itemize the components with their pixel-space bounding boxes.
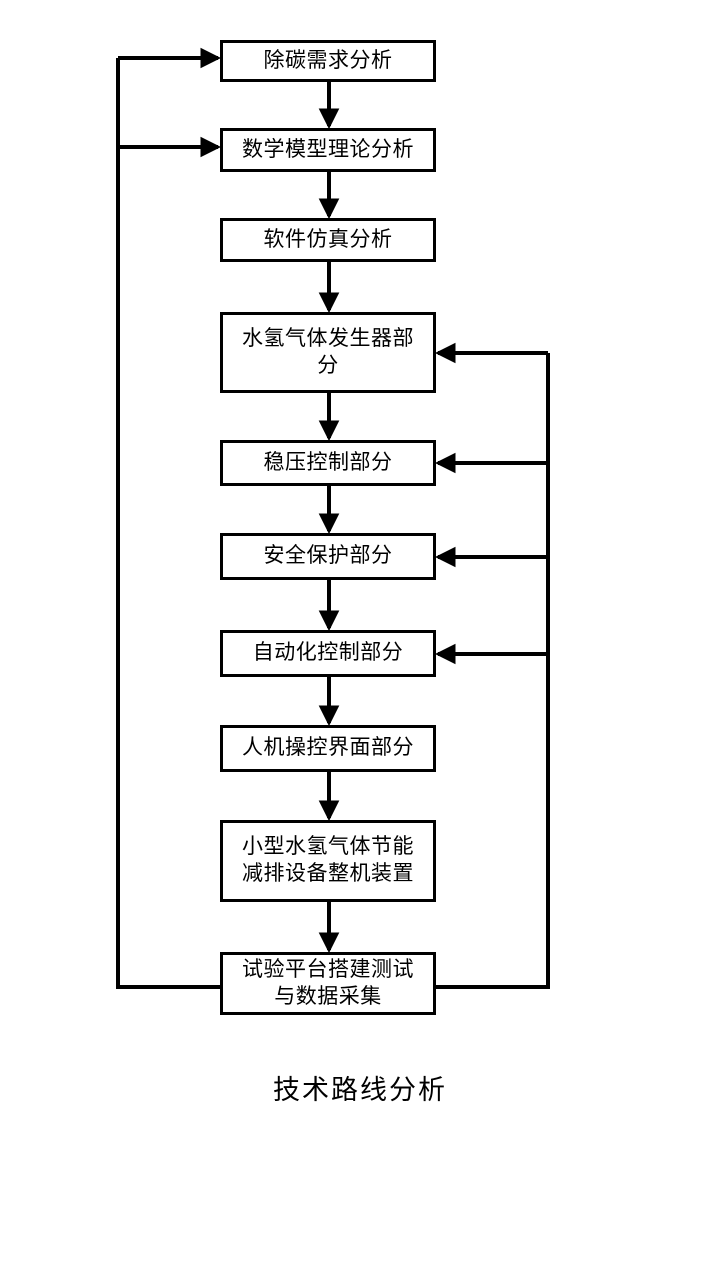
right-feedback-trunk [436, 353, 550, 989]
node-decarbonization-demand-analysis[interactable]: 除碳需求分析 [220, 40, 436, 82]
node-complete-energy-saving-device[interactable]: 小型水氢气体节能 减排设备整机装置 [220, 820, 436, 902]
right-feedback-bus [436, 353, 550, 989]
node-test-platform-and-data-acquisition[interactable]: 试验平台搭建测试 与数据采集 [220, 952, 436, 1015]
node-automation-control-section[interactable]: 自动化控制部分 [220, 630, 436, 677]
node-human-machine-interface-section[interactable]: 人机操控界面部分 [220, 725, 436, 772]
right-feedback-arrows [434, 342, 548, 665]
node-software-simulation-analysis[interactable]: 软件仿真分析 [220, 218, 436, 262]
diagram-caption: 技术路线分析 [273, 1075, 447, 1105]
node-safety-protection-section[interactable]: 安全保护部分 [220, 533, 436, 580]
node-mathematical-model-theory-analysis[interactable]: 数学模型理论分析 [220, 128, 436, 172]
node-hydrogen-gas-generator-section[interactable]: 水氢气体发生器部 分 [220, 312, 436, 393]
left-feedback-trunk [116, 58, 220, 989]
node-pressure-stabilization-control-section[interactable]: 稳压控制部分 [220, 440, 436, 486]
left-feedback-bus [116, 58, 220, 989]
left-feedback-arrows [118, 47, 222, 158]
